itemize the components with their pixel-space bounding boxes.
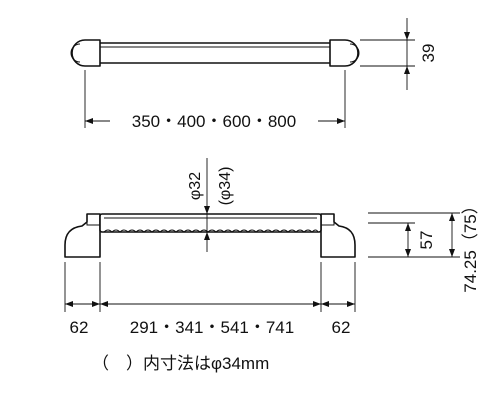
diameter-arrow-upper — [204, 206, 210, 214]
top-right-bracket-inner — [349, 43, 360, 63]
height57-label: 57 — [417, 231, 436, 250]
top-height-label: 39 — [419, 44, 438, 63]
span-arrow-right — [313, 301, 321, 307]
note-text: （ ）内寸法はφ34mm — [92, 354, 269, 373]
height-total-arrow-lower — [449, 249, 455, 257]
diameter-label: φ32 — [187, 172, 204, 200]
left62-arrow-right — [92, 301, 100, 307]
front-left-bracket-top — [86, 214, 100, 226]
front-right-bracket-top — [321, 214, 335, 226]
height-total-arrow-upper — [449, 213, 455, 221]
top-left-bracket-inner — [70, 43, 81, 63]
right62-label: 62 — [332, 318, 351, 337]
height57-arrow-upper — [405, 223, 411, 231]
height57-arrow-lower — [405, 249, 411, 257]
front-left-bracket — [64, 213, 101, 258]
top-bar — [94, 42, 336, 64]
span-arrow-left — [100, 301, 108, 307]
right62-arrow-right — [347, 301, 355, 307]
right62-arrow-left — [321, 301, 329, 307]
height-total-label: 74.25（75） — [461, 197, 480, 292]
top-right-bracket — [329, 39, 359, 67]
front-bar — [99, 213, 322, 233]
top-length-label: 350・400・600・800 — [132, 112, 296, 131]
top-length-arrow-right — [337, 118, 345, 124]
top-view: 39 350・400・600・800 — [70, 18, 438, 131]
front-bar-texture — [103, 229, 319, 233]
left62-arrow-left — [65, 301, 73, 307]
front-right-bracket — [320, 213, 356, 258]
diameter-arrow-lower — [204, 232, 210, 240]
top-length-arrow-left — [85, 118, 93, 124]
span-label: 291・341・541・741 — [130, 318, 294, 337]
front-view: φ32 (φ34) 57 74.25（75） 62 291・341・5 — [64, 158, 480, 337]
top-height-arrow-upper — [404, 32, 410, 40]
left62-label: 62 — [70, 318, 89, 337]
diameter-alt-label: (φ34) — [217, 167, 234, 206]
top-height-arrow-lower — [404, 66, 410, 74]
top-left-bracket — [71, 39, 101, 67]
